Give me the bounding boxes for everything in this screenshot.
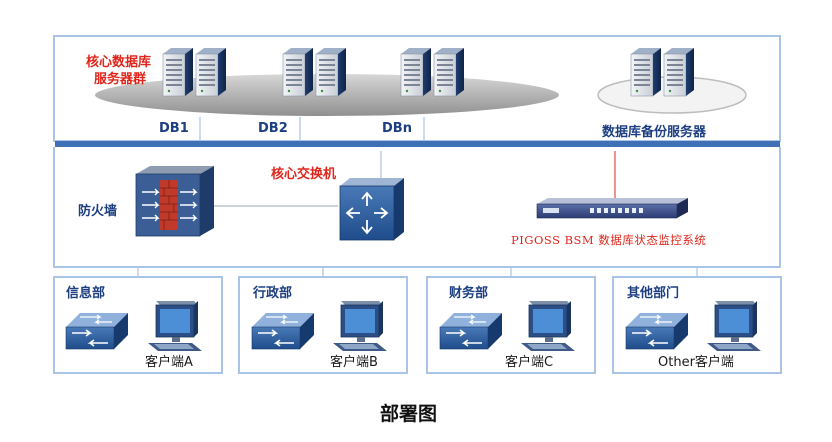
department-name-admin: 行政部 [253, 286, 293, 301]
client-label-a: 客户端A [145, 355, 193, 370]
client-label-c: 客户端C [505, 355, 554, 370]
core-switch-label: 核心交换机 [271, 167, 337, 182]
dept-switch-b-icon [251, 312, 315, 350]
db-cluster-label-line1: 核心数据库 [86, 55, 152, 70]
department-name-info: 信息部 [66, 286, 106, 301]
client-pc-c-icon [520, 300, 576, 352]
firewall-label: 防火墙 [78, 204, 118, 219]
client-label-b: 客户端B [330, 355, 378, 370]
backup-server-label: 数据库备份服务器 [602, 125, 707, 140]
dept-switch-other-icon [625, 312, 689, 350]
db1-label: DB1 [159, 121, 189, 136]
firewall-icon [135, 166, 214, 237]
department-name-other: 其他部门 [627, 286, 680, 301]
bsm-label: PIGOSS BSM 数据库状态监控系统 [511, 233, 707, 247]
dbn-label: DBn [382, 121, 412, 136]
client-label-other: Other客户端 [658, 355, 734, 370]
diagram-caption: 部署图 [380, 403, 438, 425]
bsm-appliance-icon [536, 198, 688, 219]
client-pc-other-icon [706, 300, 762, 352]
backbone-bus-bar [55, 141, 780, 147]
client-pc-a-icon [147, 300, 203, 352]
dept-switch-c-icon [439, 312, 503, 350]
core-switch-icon [339, 178, 404, 241]
db2-label: DB2 [258, 121, 288, 136]
department-name-finance: 财务部 [449, 286, 489, 301]
dept-switch-a-icon [65, 312, 129, 350]
db-cluster-label-line2: 服务器群 [94, 72, 147, 87]
client-pc-b-icon [332, 300, 388, 352]
